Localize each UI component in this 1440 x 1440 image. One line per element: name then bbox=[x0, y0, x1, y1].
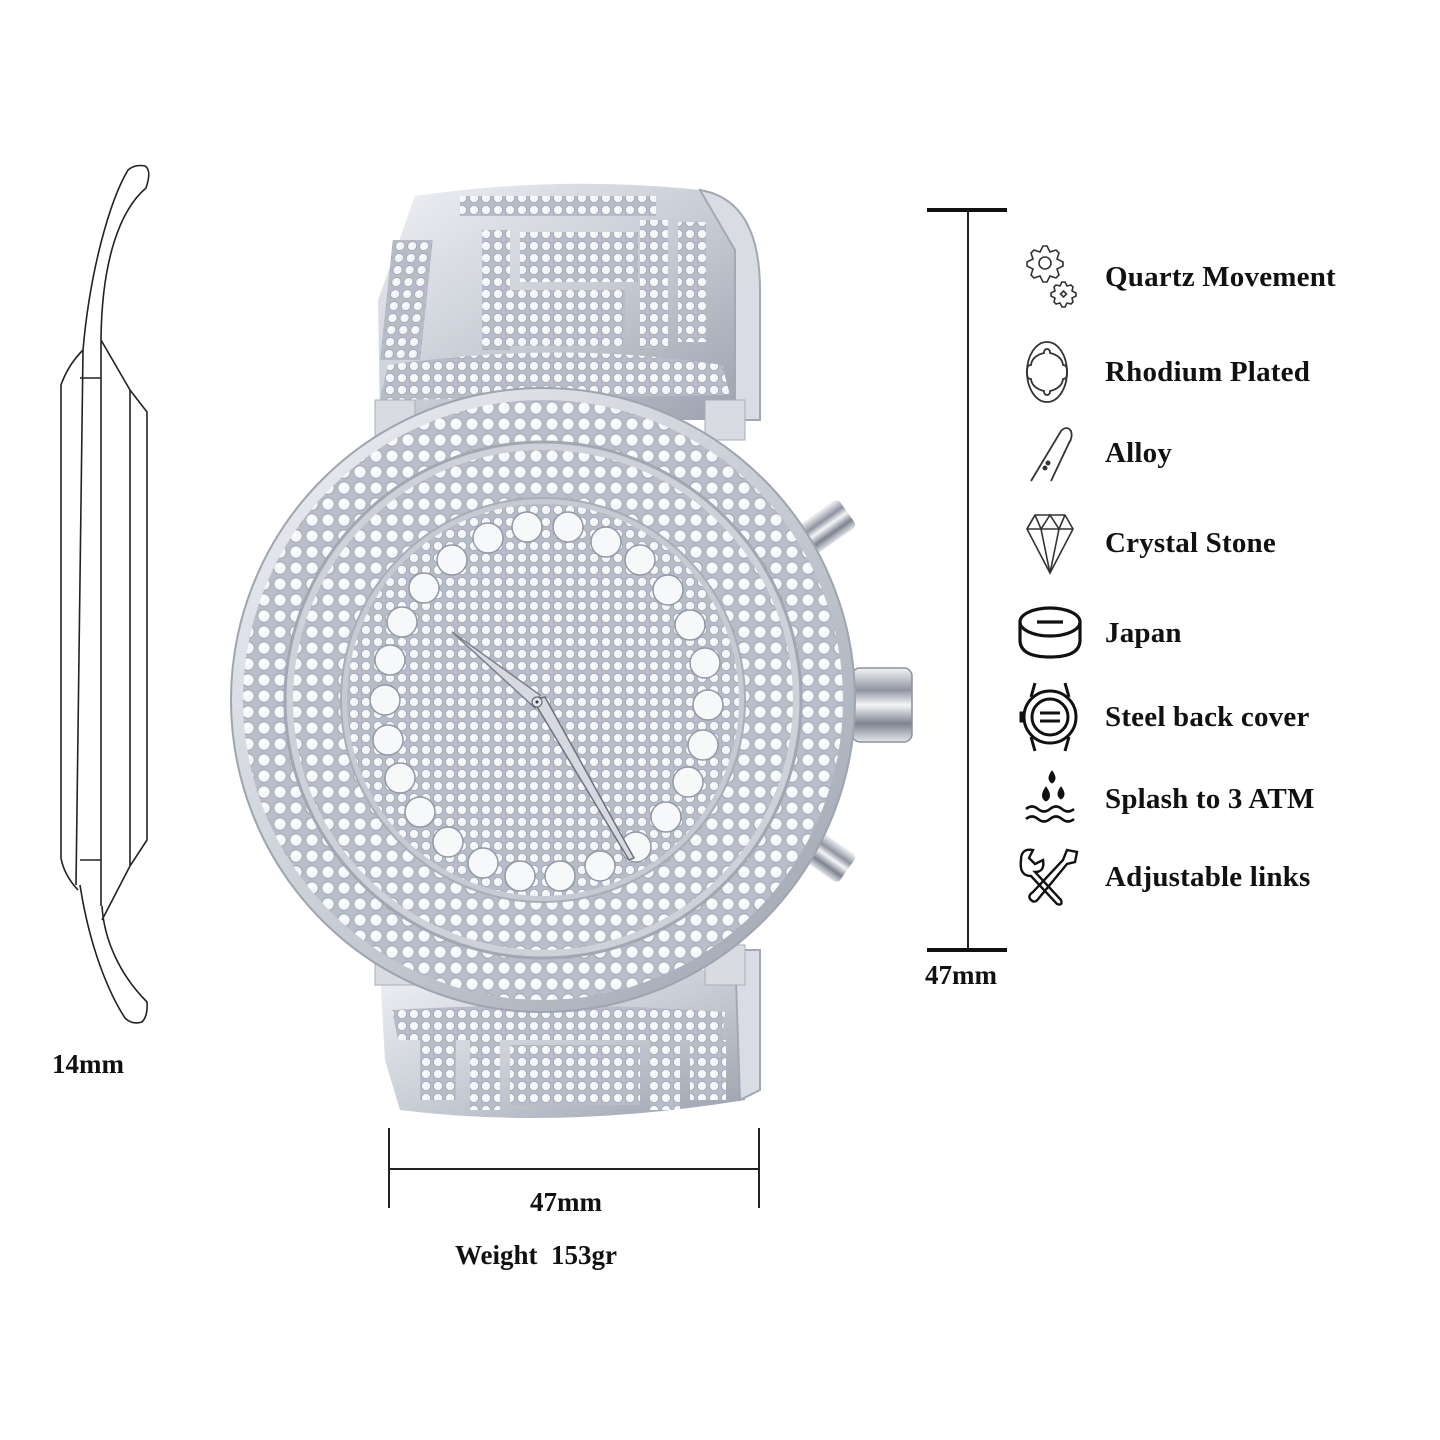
feature-alloy: Alloy bbox=[1015, 418, 1435, 488]
feature-crystal-stone: Crystal Stone bbox=[1015, 508, 1435, 578]
water-drops-icon bbox=[1015, 764, 1085, 834]
feature-rhodium-plated: Rhodium Plated bbox=[1015, 337, 1435, 407]
feature-adjustable-links: Adjustable links bbox=[1015, 842, 1435, 912]
rhodium-ring-icon bbox=[1015, 337, 1085, 407]
hour-marker-stones bbox=[369, 511, 724, 892]
height-dimension-line bbox=[927, 208, 1007, 953]
watch-image bbox=[230, 170, 930, 1130]
feature-splash-3-atm: Splash to 3 ATM bbox=[1015, 764, 1435, 834]
watch-hands bbox=[451, 631, 636, 861]
side-profile-drawing bbox=[20, 150, 180, 1050]
width-dimension-line bbox=[388, 1128, 762, 1210]
width-label: 47mm bbox=[530, 1187, 602, 1217]
thickness-label: 14mm bbox=[52, 1049, 124, 1079]
battery-cell-icon bbox=[1015, 598, 1085, 668]
feature-steel-back-cover: Steel back cover bbox=[1015, 682, 1435, 752]
gears-icon bbox=[1015, 242, 1085, 312]
weight-label: Weight 153gr bbox=[455, 1240, 617, 1270]
bracelet-bottom bbox=[380, 949, 761, 1118]
diamond-icon bbox=[1015, 508, 1085, 578]
watch-back-icon bbox=[1015, 682, 1085, 752]
feature-japan: Japan bbox=[1015, 598, 1435, 668]
height-label: 47mm bbox=[925, 960, 997, 990]
bracelet-top bbox=[378, 183, 761, 421]
alloy-strap-icon bbox=[1015, 418, 1085, 488]
feature-quartz-movement: Quartz Movement bbox=[1015, 242, 1435, 312]
tools-icon bbox=[1015, 842, 1085, 912]
